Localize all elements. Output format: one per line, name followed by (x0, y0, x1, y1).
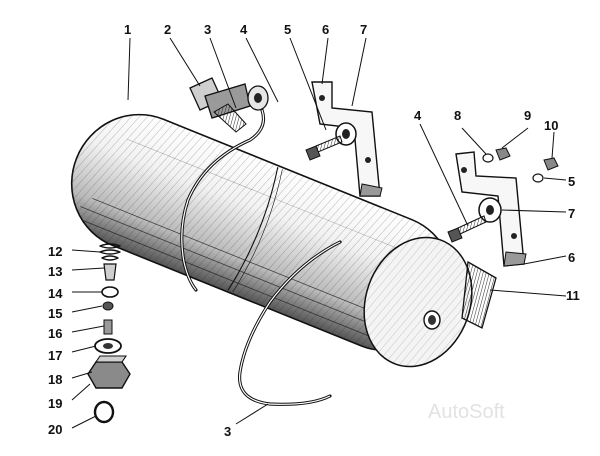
callout-2: 2 (164, 22, 171, 37)
callout-9: 9 (524, 108, 531, 123)
drain-tube-lower (237, 240, 342, 406)
air-tank-body (70, 113, 454, 352)
nut-10 (543, 157, 559, 171)
washer-14 (101, 286, 119, 298)
drain-tube-upper (180, 108, 266, 292)
bolt-right (447, 215, 487, 243)
callout-6-left: 6 (322, 22, 329, 37)
callout-3-top: 3 (204, 22, 211, 37)
leader-lines (71, 37, 567, 429)
callout-18: 18 (48, 372, 62, 387)
callout-17: 17 (48, 348, 62, 363)
bolt-left (305, 135, 343, 161)
watermark: AutoSoft (428, 401, 505, 423)
seal-15 (102, 301, 114, 311)
callout-12: 12 (48, 244, 62, 259)
valve-pin (103, 319, 113, 335)
drain-valve-assembly (87, 243, 131, 424)
rubber-pad (461, 260, 497, 329)
callout-4-right: 4 (414, 108, 422, 123)
tank-end-cap (363, 236, 473, 368)
callout-3-bottom: 3 (224, 424, 231, 439)
valve-stem (103, 263, 117, 281)
callout-7-right: 7 (568, 206, 575, 221)
callout-4-left: 4 (240, 22, 248, 37)
right-mounting-bracket (455, 151, 527, 267)
callout-10: 10 (544, 118, 558, 133)
valve-spring (99, 243, 121, 261)
callout-5-right: 5 (568, 174, 575, 189)
drain-plug-nut (87, 355, 131, 389)
callout-14: 14 (48, 286, 63, 301)
o-ring-20 (93, 400, 115, 424)
washer-5-right (532, 173, 544, 183)
callout-13: 13 (48, 264, 62, 279)
callout-6-right: 6 (568, 250, 575, 265)
callout-16: 16 (48, 326, 62, 341)
callout-19: 19 (48, 396, 62, 411)
callout-labels: 1 2 3 4 5 6 7 4 8 9 10 5 7 6 11 3 12 13 … (48, 22, 580, 439)
callout-7-left: 7 (360, 22, 367, 37)
callout-20: 20 (48, 422, 62, 437)
lock-washer-8 (482, 153, 494, 163)
callout-5-left: 5 (284, 22, 291, 37)
tee-fitting (189, 77, 269, 133)
nut-9 (495, 147, 511, 161)
callout-8: 8 (454, 108, 461, 123)
callout-15: 15 (48, 306, 62, 321)
left-mounting-bracket (311, 81, 383, 197)
callout-1: 1 (124, 22, 131, 37)
callout-11: 11 (566, 288, 580, 303)
